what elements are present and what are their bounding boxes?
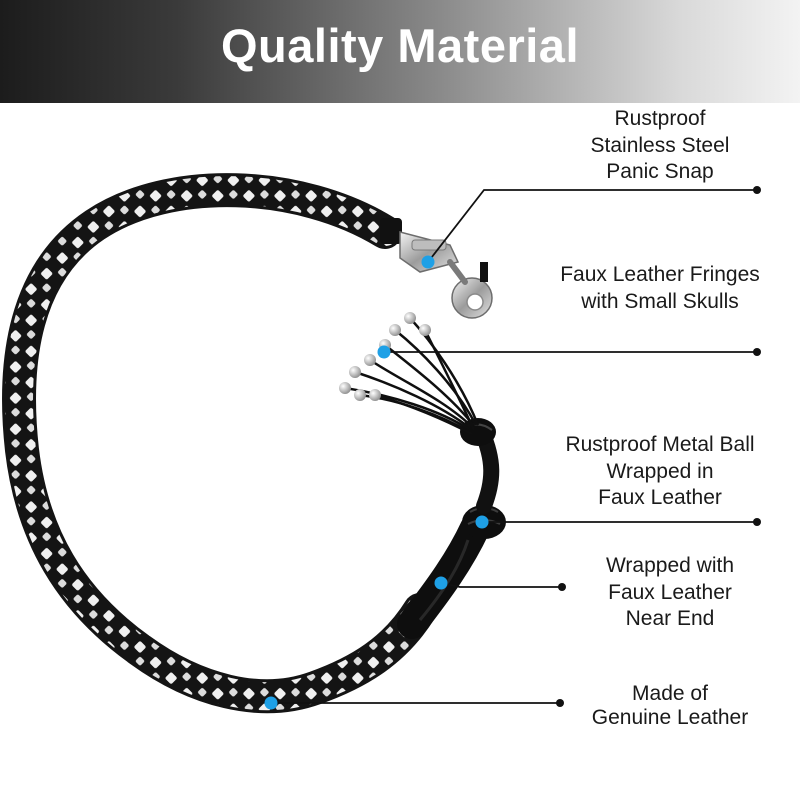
leader-lines [271, 189, 757, 704]
callout-line: Wrapped with [605, 554, 734, 577]
marker-dot-end [434, 576, 448, 590]
callout-line: Rustproof Metal Ball [565, 433, 755, 456]
callout-line: Genuine Leather [591, 706, 749, 729]
callout-line: Made of [632, 682, 708, 705]
banner-title: Quality Material [221, 19, 579, 72]
endpoint-dot [556, 699, 564, 707]
callout-metal-ball: Rustproof Metal Ball Wrapped in Faux Lea… [530, 432, 790, 512]
endpoint-dot [753, 348, 761, 356]
callout-line: Stainless Steel [590, 133, 730, 157]
marker-dot-snap [421, 255, 435, 269]
callout-line: Faux Leather [608, 580, 732, 604]
leader-endpoints [556, 186, 761, 707]
callout-line: Panic Snap [606, 160, 714, 183]
endpoint-dot [558, 583, 566, 591]
callout-wrapped-end: Wrapped with Faux Leather Near End [570, 553, 770, 633]
callout-line: Wrapped in [606, 459, 714, 483]
callout-fringes: Faux Leather Fringes with Small Skulls [530, 262, 790, 315]
wrapped-end [397, 513, 490, 639]
callout-line: Rustproof [614, 107, 706, 130]
callout-markers [264, 255, 489, 710]
panic-snap [380, 218, 493, 319]
callout-line: Faux Leather Fringes [560, 263, 760, 286]
callout-line: Near End [625, 607, 715, 630]
callout-panic-snap: Rustproof Stainless Steel Panic Snap [560, 106, 760, 186]
fringes [344, 317, 480, 436]
callout-line: with Small Skulls [581, 289, 739, 313]
callout-line: Faux Leather [598, 486, 722, 509]
endpoint-dot [753, 518, 761, 526]
marker-dot-leather [264, 696, 278, 710]
marker-dot-fringes [377, 345, 391, 359]
leader-line-snap [427, 189, 757, 263]
callout-genuine-leather: Made of Genuine Leather [560, 682, 780, 730]
header-banner: Quality Material [0, 0, 800, 103]
braided-cord [2, 173, 437, 714]
skull-beads [339, 312, 431, 401]
marker-dot-ball [475, 515, 489, 529]
endpoint-dot [753, 186, 761, 194]
